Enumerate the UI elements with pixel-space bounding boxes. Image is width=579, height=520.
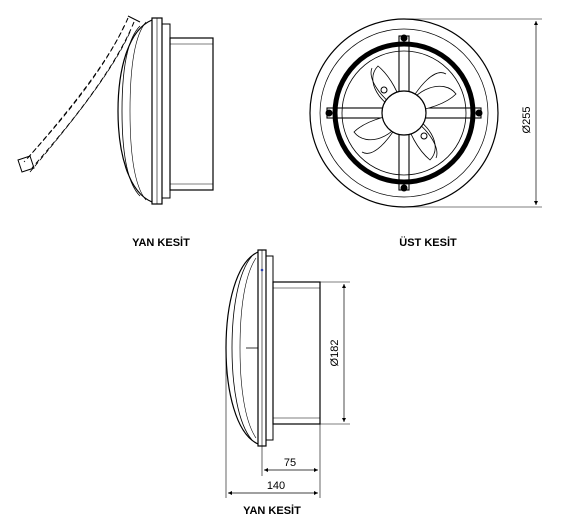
fan-hub [381,90,427,136]
grille-ring [332,41,476,185]
duct-length-label: 75 [284,457,296,469]
duct-diameter-label: Ø182 [329,340,341,367]
strut-end-dot [400,34,408,42]
caption-top-view: ÜST KESİT [399,236,457,249]
caption-side-view-bottom: YAN KESİT [243,504,301,517]
top-view [309,18,542,208]
hub-screw [380,86,388,94]
duct-body-outline [169,37,214,191]
side-view-open-shutter [17,15,214,205]
caption-side-view-top: YAN KESİT [132,236,190,249]
strut-end-dot [400,184,408,192]
hub-screw [420,132,428,140]
outer-diameter-label: Ø255 [521,107,533,134]
duct-body-outline [272,281,321,425]
front-grille-profile [117,19,153,203]
side-view-dimensioned [225,249,321,447]
strut-end-dot [475,109,483,117]
strut-end-dot [325,109,333,117]
open-shutter-dashed [17,15,141,173]
total-depth-label: 140 [267,480,285,492]
